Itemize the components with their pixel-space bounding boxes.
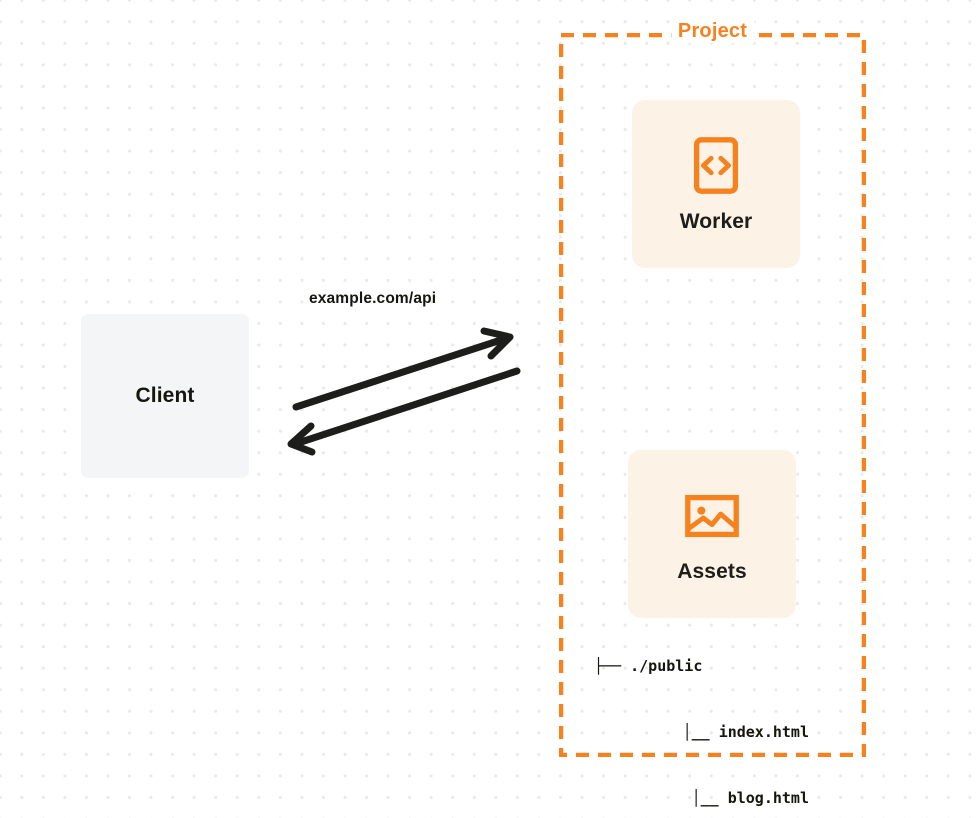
project-title: Project [670, 20, 755, 43]
project-container: Project Worker Assets ├── ./public │__ i… [559, 20, 866, 807]
code-brackets-icon [693, 136, 739, 194]
file-tree-prefix: ├── [594, 657, 631, 675]
file-tree-name: blog.html [727, 789, 809, 807]
file-tree-row: │__ index.html [594, 721, 809, 743]
file-tree-prefix: │__ [682, 723, 719, 741]
assets-card-label: Assets [677, 559, 747, 583]
file-tree-row: │__ blog.html [594, 787, 809, 809]
client-label: Client [135, 384, 195, 407]
request-arrow [292, 327, 514, 411]
file-tree-name: index.html [718, 723, 809, 741]
file-tree-prefix: │__ [691, 789, 728, 807]
file-tree-name: ./public [630, 657, 703, 675]
client-node: Client [81, 314, 249, 478]
response-arrow [287, 367, 521, 456]
connection-label: example.com/api [309, 290, 437, 307]
assets-card: Assets [628, 450, 796, 618]
file-tree-row: ├── ./public [594, 655, 809, 677]
image-icon [685, 494, 739, 537]
worker-card-label: Worker [679, 209, 753, 233]
assets-file-tree: ├── ./public │__ index.html │__ blog.htm… [594, 611, 809, 818]
worker-card: Worker [632, 100, 800, 268]
